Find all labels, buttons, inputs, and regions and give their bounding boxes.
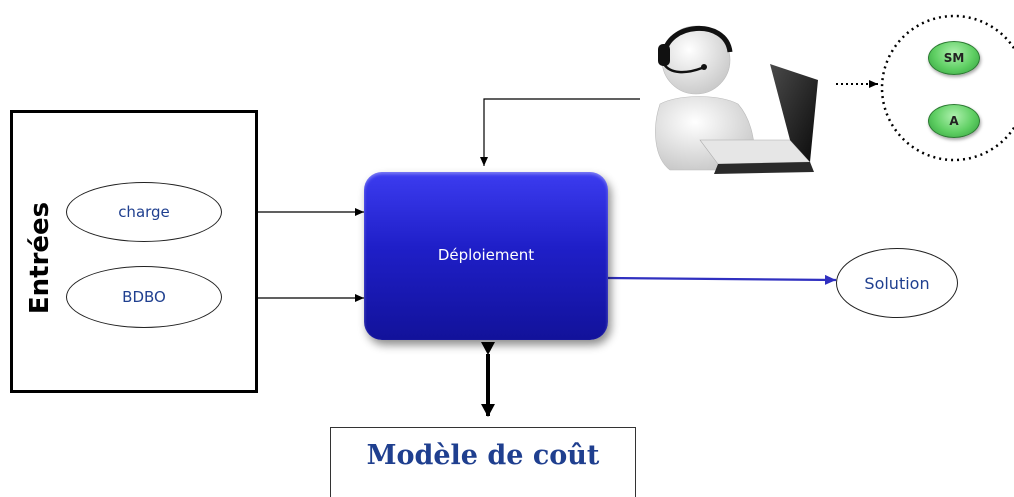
role-sm-node: SM [928, 41, 980, 75]
roles-group-circle [880, 14, 1014, 162]
inputs-title: Entrées [25, 201, 55, 315]
cost-model-label: Modèle de coût [366, 440, 600, 471]
charge-node: charge [66, 182, 222, 242]
arrow-deploy-to-solution [607, 274, 837, 285]
cost-model-document: Modèle de coût [330, 427, 636, 497]
deploy-label: Déploiement [437, 246, 535, 264]
deploy-node: Déploiement [364, 172, 608, 340]
solution-node: Solution [836, 248, 958, 318]
inputs-box [10, 110, 258, 393]
role-a-node: A [928, 104, 980, 138]
arrow-user-to-deploy [480, 98, 640, 166]
bdbo-node: BDBO [66, 266, 222, 328]
user-at-laptop-icon [655, 25, 818, 174]
